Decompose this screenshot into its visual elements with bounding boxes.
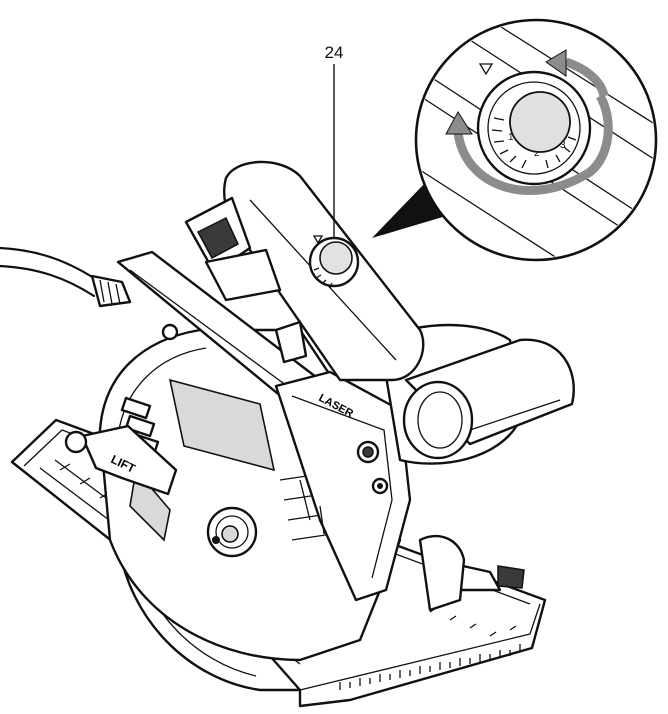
zoom-wedge [372, 182, 446, 238]
rotation-arrow-top-icon [564, 57, 609, 98]
laser-housing: LASER [274, 370, 412, 602]
rotation-arrowhead-left-icon [445, 111, 473, 135]
rotation-arrowhead-top-icon [545, 49, 567, 77]
dial-number-3: 3 [560, 140, 566, 151]
index-triangle-icon [312, 235, 324, 245]
dial-knob-small [308, 235, 360, 289]
power-cord [0, 246, 132, 308]
bevel-adjust-knob [418, 534, 525, 612]
dial-knob-large [509, 91, 571, 153]
dial-number-2: 2 [534, 148, 540, 159]
blade-flange [206, 506, 258, 558]
callout-number: 24 [325, 43, 344, 62]
dial-scale [491, 117, 577, 169]
rotation-arrow-icon [453, 93, 613, 195]
detail-inset: 1 2 3 [414, 18, 658, 262]
dial-index-triangle-icon [478, 63, 494, 76]
dial-number-1: 1 [508, 132, 514, 143]
lift-lever: LIFT [64, 424, 178, 496]
